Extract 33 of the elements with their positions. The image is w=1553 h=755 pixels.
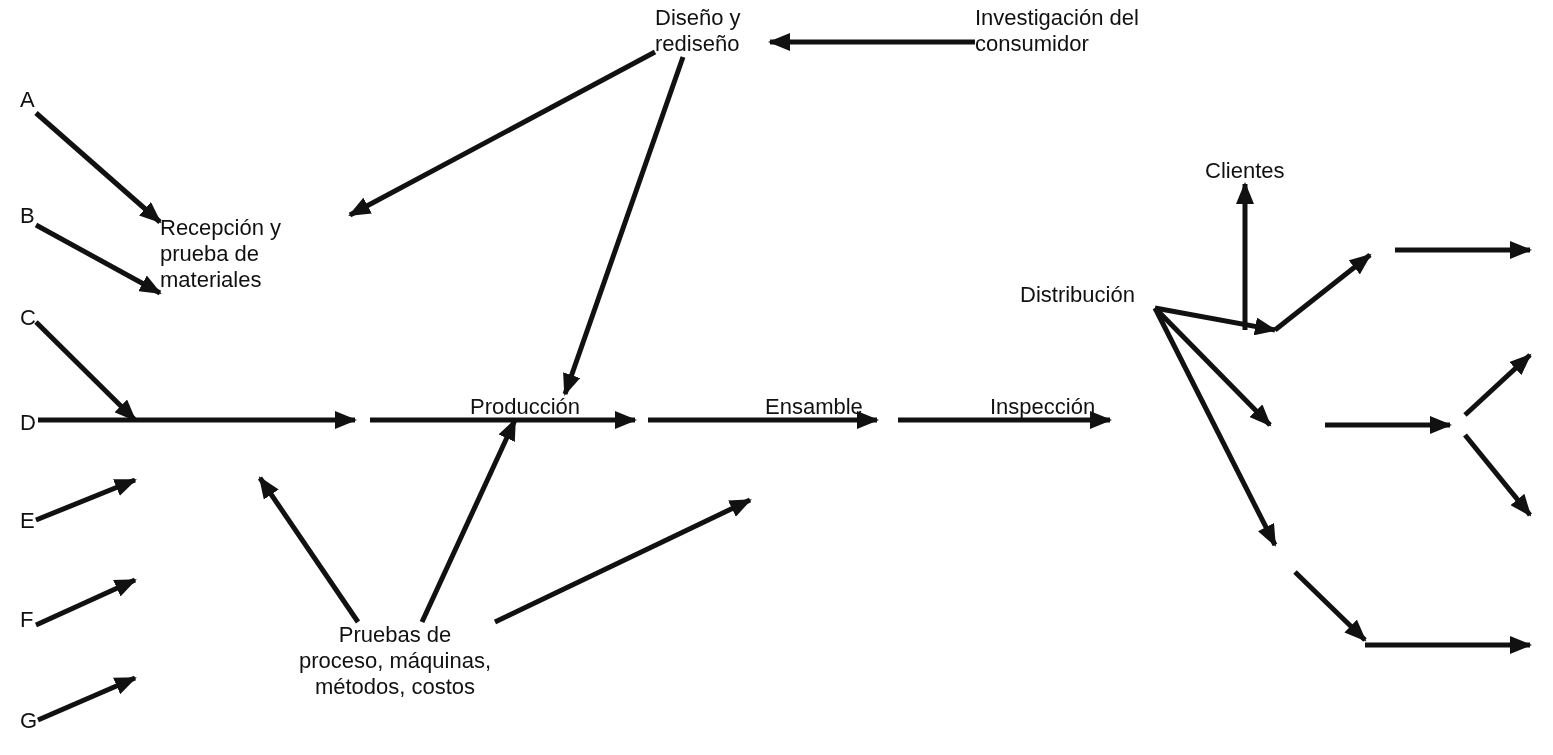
stage-label: Clientes [1205, 158, 1295, 184]
input-letter: A [20, 87, 36, 113]
stage-label: Recepción y prueba de materiales [160, 215, 350, 293]
stage-label: Distribución [1020, 282, 1155, 308]
arrow [38, 411, 357, 429]
input-letter: D [20, 410, 38, 436]
arrow [34, 577, 137, 628]
arrow [768, 33, 975, 51]
arrow [1236, 182, 1254, 330]
arrow [648, 411, 879, 429]
arrow [1154, 305, 1277, 336]
arrow [34, 111, 162, 224]
stage-label: Ensamble [765, 394, 877, 420]
arrow [257, 476, 361, 624]
stage-label: Producción [470, 394, 660, 420]
arrow [348, 49, 657, 218]
stage-label: Investigación del consumidor [975, 5, 1140, 57]
input-letter: G [20, 708, 38, 734]
arrow [34, 222, 162, 296]
arrow [37, 675, 137, 723]
arrow [1152, 306, 1278, 547]
input-letter: E [20, 508, 36, 534]
arrow [562, 56, 686, 396]
stage-label: Inspección [990, 394, 1110, 420]
arrow [35, 477, 137, 523]
arrow [493, 497, 752, 625]
arrow [898, 411, 1112, 429]
stage-label: Pruebas de proceso, máquinas, métodos, costos [295, 622, 495, 700]
stage-label: Diseño y rediseño [655, 5, 770, 57]
input-letter: F [20, 607, 36, 633]
input-letter: C [20, 305, 36, 331]
arrow [370, 411, 637, 429]
input-letter: B [20, 203, 36, 229]
